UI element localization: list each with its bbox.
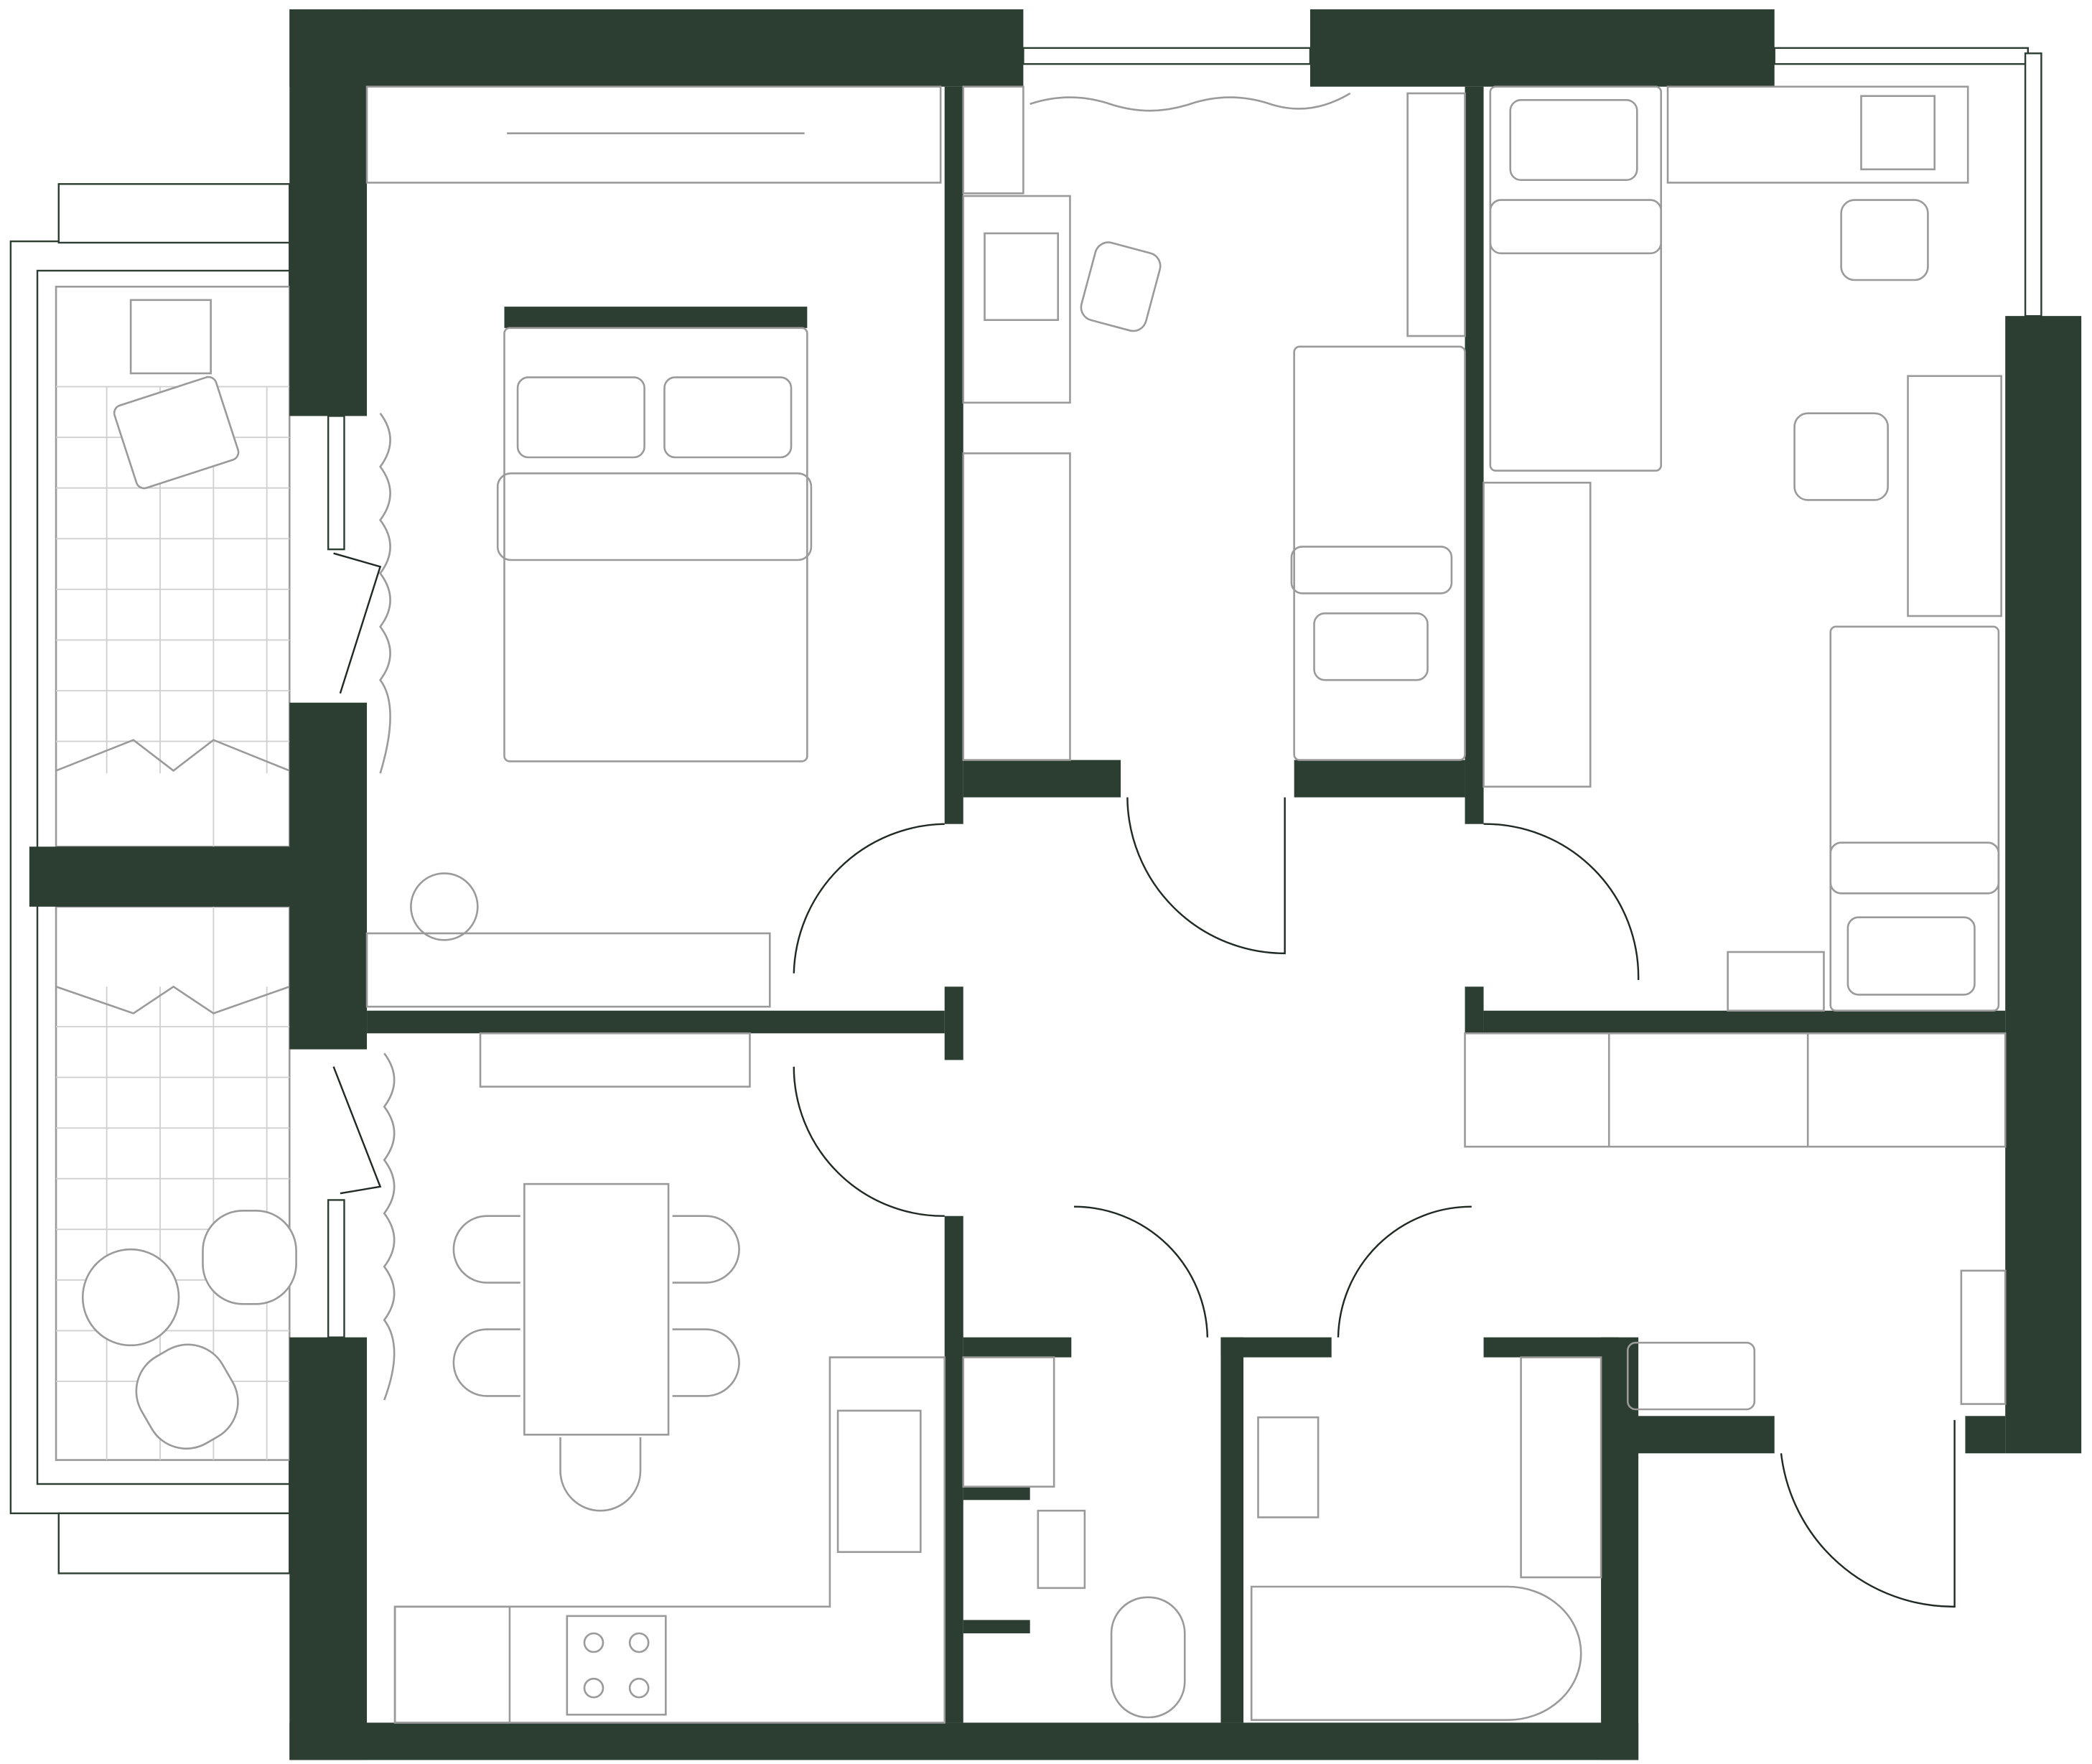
pillow-icon bbox=[1313, 612, 1429, 681]
stool-icon bbox=[410, 872, 479, 941]
chair-icon bbox=[672, 1328, 740, 1397]
kitchen-counter bbox=[393, 1356, 946, 1724]
single-bed-icon bbox=[1293, 345, 1466, 761]
chair-icon bbox=[202, 1209, 297, 1305]
balcony-door[interactable] bbox=[333, 552, 382, 694]
bathroom bbox=[1250, 1356, 1602, 1722]
blanket-icon bbox=[1829, 841, 2000, 895]
headboard bbox=[504, 307, 808, 328]
walls bbox=[29, 9, 2082, 1760]
curtain-icon bbox=[383, 1053, 396, 1401]
study-door[interactable] bbox=[1126, 797, 1286, 955]
living-kitchen bbox=[332, 1032, 946, 1724]
fridge-icon bbox=[393, 1605, 511, 1724]
pillow-icon bbox=[1509, 98, 1638, 182]
balcony-door[interactable] bbox=[332, 1066, 382, 1195]
balcony-cabinet bbox=[55, 985, 290, 1014]
blanket-icon bbox=[496, 472, 813, 561]
desk-tv-unit bbox=[365, 932, 771, 1008]
hall bbox=[1464, 1032, 2007, 1411]
sink-icon bbox=[1037, 1509, 1086, 1590]
armchair-icon bbox=[113, 375, 240, 490]
desk bbox=[962, 195, 1071, 404]
toilet-icon bbox=[1110, 1596, 1186, 1719]
study-bedroom bbox=[962, 85, 1466, 761]
wc-door[interactable] bbox=[1074, 1205, 1209, 1338]
monitor-icon bbox=[984, 232, 1060, 322]
window bbox=[1022, 47, 1312, 65]
cabinet bbox=[962, 85, 1024, 195]
double-bed-icon bbox=[503, 327, 808, 762]
pillow-icon bbox=[516, 376, 645, 459]
single-bed-icon bbox=[1829, 625, 2000, 1012]
laptop-icon bbox=[129, 299, 212, 375]
radiator-icon bbox=[1626, 1341, 1756, 1411]
washing-machine-icon bbox=[962, 1356, 1055, 1488]
bathtub-icon bbox=[1250, 1585, 1582, 1722]
chair-icon bbox=[672, 1215, 740, 1284]
balcony-rail-bottom bbox=[57, 1512, 291, 1574]
desk bbox=[1666, 85, 1969, 184]
balcony-upper-floor bbox=[55, 285, 291, 848]
doors bbox=[793, 797, 1956, 1608]
window bbox=[2024, 52, 2042, 317]
chair-icon bbox=[559, 1437, 642, 1512]
round-table-icon bbox=[81, 1248, 180, 1347]
window bbox=[327, 1199, 345, 1338]
office-chair-icon bbox=[1840, 199, 1929, 281]
dining-table-icon bbox=[523, 1182, 670, 1436]
bedroom bbox=[333, 85, 942, 1008]
balcony-cabinet bbox=[55, 739, 290, 773]
blanket-icon bbox=[1489, 199, 1663, 255]
bedroom-door[interactable] bbox=[793, 823, 945, 974]
sink-icon bbox=[836, 1409, 922, 1554]
kitchen-door[interactable] bbox=[793, 1066, 945, 1217]
office-chair-icon bbox=[1793, 412, 1889, 501]
hall-wardrobe bbox=[1464, 1032, 2007, 1148]
kids-room-door[interactable] bbox=[1483, 823, 1640, 981]
bathroom-door[interactable] bbox=[1337, 1205, 1472, 1338]
cooktop-icon bbox=[566, 1615, 667, 1716]
wardrobe bbox=[365, 85, 942, 184]
window bbox=[327, 415, 345, 551]
chair-icon bbox=[135, 1343, 239, 1450]
blanket-icon bbox=[1290, 546, 1453, 594]
desk bbox=[1907, 375, 2002, 617]
chair-icon bbox=[452, 1328, 520, 1397]
chair-icon bbox=[452, 1215, 520, 1284]
wardrobe bbox=[962, 452, 1071, 761]
pillow-icon bbox=[1846, 916, 1976, 996]
nightstand-icon bbox=[1727, 951, 1825, 1012]
single-bed-icon bbox=[1489, 85, 1663, 472]
balcony-rail-top bbox=[57, 183, 291, 244]
shoe-rack-icon bbox=[1960, 1269, 2007, 1405]
curtain-icon bbox=[379, 412, 391, 774]
entrance-door[interactable] bbox=[1780, 1419, 1956, 1608]
office-chair-icon bbox=[1080, 241, 1162, 332]
kids-bedroom bbox=[1482, 85, 2002, 1012]
sink-icon bbox=[1257, 1416, 1320, 1518]
laptop-icon bbox=[1860, 95, 1936, 171]
tv-stand bbox=[479, 1032, 751, 1088]
bathroom-cabinet bbox=[1520, 1356, 1602, 1579]
pillow-icon bbox=[663, 376, 793, 459]
wc bbox=[962, 1356, 1186, 1719]
curtain-icon bbox=[1029, 92, 1351, 112]
window bbox=[1773, 47, 2030, 65]
wardrobe bbox=[1482, 481, 1592, 788]
shelf bbox=[1406, 92, 1466, 337]
